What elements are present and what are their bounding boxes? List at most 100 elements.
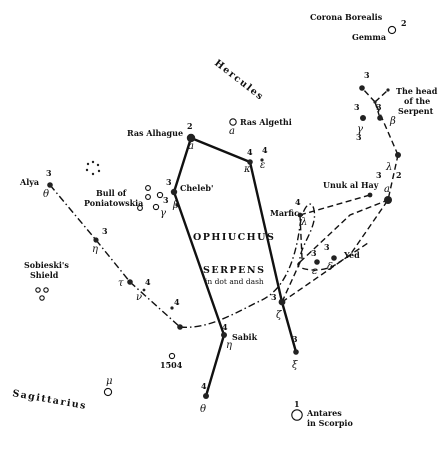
star-ras-alhague (186, 133, 196, 143)
stars (35, 25, 401, 421)
cluster-dot-2 (91, 160, 95, 164)
greek-eta: η (92, 244, 98, 255)
label-cheleb: Cheleb' (180, 183, 213, 193)
star-nu (142, 288, 146, 292)
greek-zeta: ζ (276, 310, 282, 321)
star-alya (47, 182, 53, 188)
star-zeta (278, 298, 286, 306)
greek-tau: τ (118, 278, 124, 289)
mag-xi: 3 (292, 334, 298, 344)
star-head-2 (373, 100, 377, 104)
mag-antares: 1 (294, 399, 300, 409)
shield-star-3 (39, 295, 45, 301)
mag-cheleb: 3 (166, 177, 172, 187)
star-name-labels: Gemma Ras Alhague Ras Algethi Cheleb' Al… (19, 32, 386, 370)
magnitude-labels: 2 2 3 3 4 4 3 3 4 4 4 4 3 3 3 3 3 3 3 2 … (46, 18, 407, 409)
mag-head-4: 3 (356, 132, 362, 142)
star-ras-algethi (229, 118, 237, 126)
serpens-neck-2 (299, 194, 371, 216)
label-corona-borealis: Corona Borealis (310, 12, 383, 22)
label-unuk-al-hay: Unuk al Hay (323, 180, 379, 190)
label-head-of-serpent-3: Serpent (398, 106, 434, 116)
star-gamma-ophiuchi (175, 203, 179, 207)
mag-gemma: 2 (401, 18, 407, 28)
greek-nu: ν (136, 292, 142, 303)
star-eta-serpentis (93, 237, 99, 243)
star-cluster-dots (85, 160, 101, 176)
star-head-1 (359, 85, 365, 91)
star-marfic (297, 212, 303, 218)
star-cheleb (170, 188, 178, 196)
mag-unuk: 2 (396, 170, 402, 180)
greek-lambda: λ (385, 162, 392, 173)
serpens-neck-5 (299, 199, 389, 263)
serpens-neck-4 (281, 154, 399, 303)
star-small-4a (170, 306, 174, 310)
star-lambda (395, 152, 401, 158)
serpens-figure-lines (49, 87, 399, 328)
star-xi (293, 349, 299, 355)
label-head-of-serpent-2: of the (404, 96, 430, 106)
label-head-of-serpent-1: The head (396, 86, 438, 96)
mag-head-3: 3 (376, 102, 382, 112)
star-yed-epsilon (314, 259, 320, 265)
greek-alpha-ophiuchi: a (188, 141, 194, 152)
greek-beta-serpentis: β (389, 116, 396, 127)
greek-lambda-marfic: λ (300, 217, 307, 228)
star-head-gamma (360, 115, 366, 121)
star-mu-sagittarii (103, 387, 113, 397)
star-antares (291, 409, 303, 421)
mag-small-4a: 4 (174, 297, 180, 307)
label-1504: 1504 (160, 360, 183, 370)
mag-head-1: 3 (364, 70, 370, 80)
label-antares-2: in Scorpio (307, 418, 353, 428)
greek-letter-labels: a a β γ κ ε θ η τ ν η θ ζ ξ λ λ a β γ ε … (43, 116, 396, 415)
line-rasalhague-kappa (189, 136, 252, 164)
mag-head-2: 3 (354, 102, 360, 112)
serpens-head-2 (361, 87, 376, 103)
mag-epsilon: 4 (262, 145, 268, 155)
label-antares-1: Antares (306, 408, 342, 418)
mag-alya: 3 (46, 168, 52, 178)
label-serpens-note: in dot and dash (205, 277, 264, 286)
star-unuk-small (367, 192, 373, 198)
label-bull-2: Poniatowskia (84, 198, 143, 208)
line-cheleb-sabik (172, 190, 226, 337)
mag-ophiuchus-gamma: 3 (163, 195, 169, 205)
star-sabik (221, 332, 227, 338)
ophiuchus-figure-lines (172, 136, 298, 398)
mag-theta: 4 (201, 381, 207, 391)
star-epsilon-small (260, 158, 264, 162)
serpens-eta-tau (95, 239, 131, 283)
label-gemma: Gemma (352, 32, 386, 42)
label-sagittarius: Sagittarius (11, 388, 87, 412)
mag-unuk-small: 3 (376, 170, 382, 180)
greek-kappa: κ (243, 164, 251, 175)
mag-ras-alhague: 2 (187, 121, 193, 131)
serpens-head-3 (374, 89, 389, 103)
label-alya: Alya (19, 177, 39, 187)
mag-yed-2: 3 (324, 242, 330, 252)
greek-alpha-herculis: a (229, 126, 235, 137)
greek-alpha-serpentis: a (384, 184, 390, 195)
label-shield-1: Sobieski's (24, 260, 69, 270)
star-kappa (247, 159, 253, 165)
cluster-dot-5 (97, 169, 101, 173)
star-unuk (384, 196, 392, 204)
label-ras-alhague: Ras Alhague (127, 128, 183, 138)
greek-epsilon-oph: ε (260, 160, 265, 171)
mag-yed-1: 3 (311, 248, 317, 258)
sobieskis-shield-stars (35, 287, 49, 301)
cluster-dot-3 (96, 163, 100, 167)
star-yed-delta (331, 255, 337, 261)
star-head-3 (386, 88, 390, 92)
serpens-neck-3 (297, 242, 369, 271)
shield-star-1 (35, 287, 41, 293)
star-tau (127, 279, 133, 285)
label-marfic: Marfic (270, 208, 299, 218)
serpens-alya-eta (49, 184, 97, 241)
label-ophiuchus: OPHIUCHUS (193, 232, 275, 243)
star-1504 (168, 352, 176, 360)
cluster-dot-4 (85, 168, 89, 172)
